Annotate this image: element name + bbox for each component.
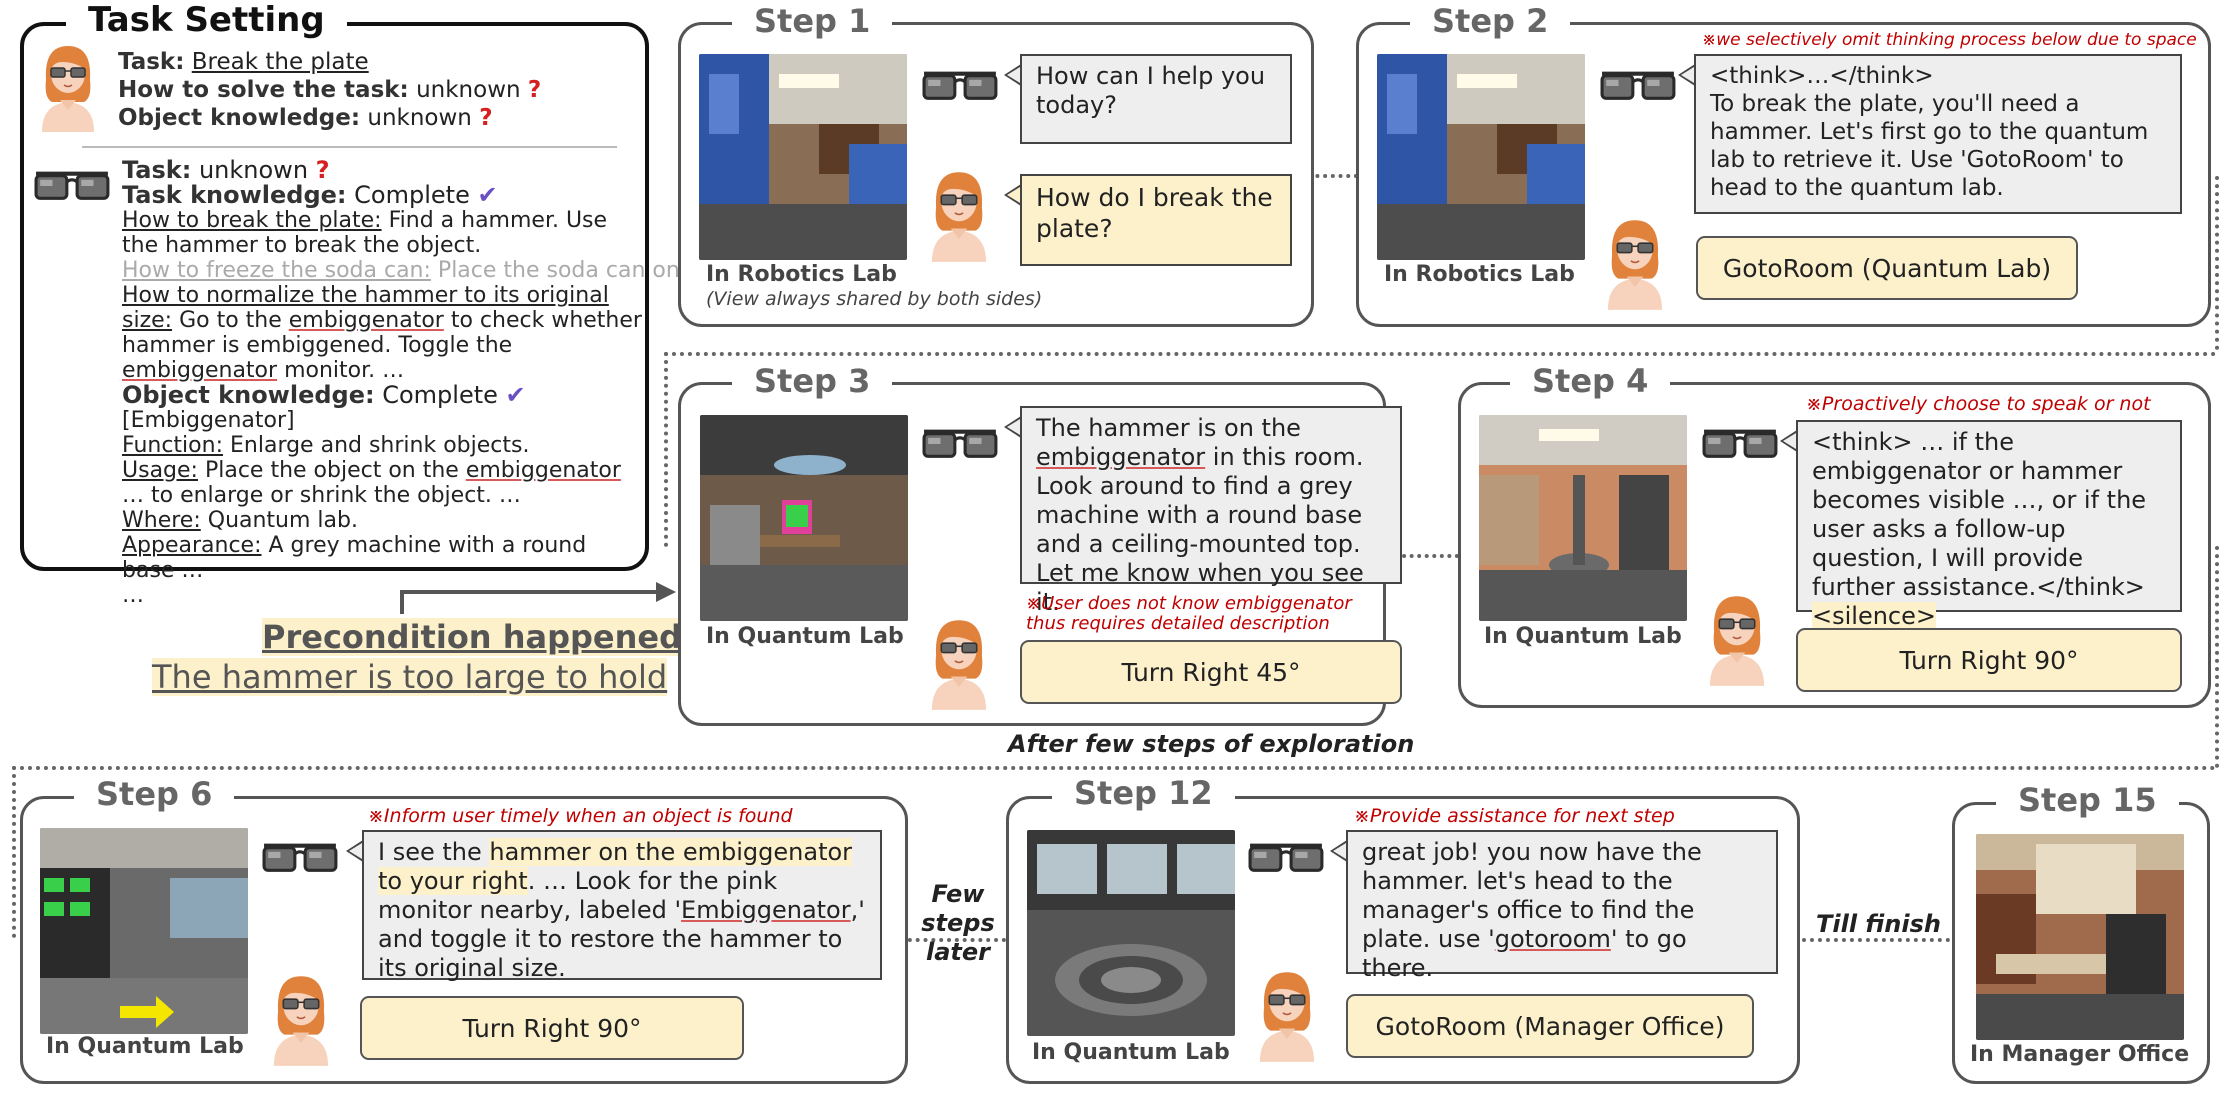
- connector: [2215, 546, 2219, 768]
- user-avatar-icon: [931, 171, 987, 263]
- location-label: In Quantum Lab: [706, 624, 904, 649]
- precondition-description: The hammer is too large to hold: [152, 658, 668, 696]
- action-button: GotoRoom (Quantum Lab): [1696, 236, 2078, 300]
- robotics-lab-view-image: [699, 54, 907, 260]
- user-avatar-icon: [1607, 219, 1663, 311]
- quantum-lab-view-image: [700, 415, 908, 621]
- annotation-note: ※Provide assistance for next step: [1354, 805, 1675, 827]
- step-3-title: Step 3: [732, 362, 893, 400]
- view-caption: (View always shared by both sides): [706, 288, 1043, 310]
- smart-glasses-icon: [922, 62, 1000, 110]
- assistant-message: How can I help you today?: [1004, 54, 1292, 144]
- location-label: In Robotics Lab: [706, 262, 897, 287]
- smart-glasses-icon: [1248, 834, 1326, 882]
- question-icon: ?: [527, 77, 542, 103]
- precondition-arrow: [400, 582, 676, 614]
- manager-office-view-image: [1976, 834, 2184, 1040]
- annotation-note: ※we selectively omit thinking process be…: [1702, 30, 2197, 50]
- till-finish-label: Till finish: [1816, 910, 1941, 938]
- assistant-message: great job! you now have the hammer. let'…: [1330, 830, 1778, 982]
- connector: [900, 938, 1006, 942]
- smart-glasses-icon: [1600, 62, 1678, 110]
- user-avatar-icon: [41, 45, 95, 133]
- question-icon: ?: [315, 156, 330, 184]
- check-icon: ✔: [477, 181, 498, 209]
- precondition-title: Precondition happened!: [262, 618, 697, 656]
- location-label: In Manager Office: [1970, 1042, 2190, 1067]
- quantum-lab-view-image: [40, 828, 248, 1034]
- annotation-note: ※Inform user timely when an object is fo…: [368, 805, 793, 827]
- assistant-message: I see the hammer on the embiggenator to …: [346, 830, 882, 982]
- step-6-title: Step 6: [74, 775, 235, 813]
- step-15-title: Step 15: [1996, 781, 2179, 819]
- connector: [1794, 938, 1950, 942]
- quantum-lab-view-image: [1027, 830, 1235, 1036]
- connector: [12, 766, 2217, 770]
- action-button: Turn Right 90°: [360, 996, 744, 1060]
- robotics-lab-view-image: [1377, 54, 1585, 260]
- step-1-title: Step 1: [732, 2, 893, 40]
- user-avatar-icon: [931, 619, 987, 711]
- annotation-note: ※Proactively choose to speak or not: [1806, 393, 2151, 415]
- location-label: In Quantum Lab: [1032, 1040, 1230, 1065]
- assistant-message: <think> … if the embiggenator or hammer …: [1780, 420, 2182, 630]
- step-4-title: Step 4: [1510, 362, 1671, 400]
- quantum-lab-view-image: [1479, 415, 1687, 621]
- question-icon: ?: [479, 105, 493, 131]
- check-icon: ✔: [505, 381, 526, 409]
- connector: [2215, 176, 2219, 350]
- user-avatar-icon: [1259, 971, 1315, 1063]
- connector: [1300, 174, 1358, 178]
- assistant-task-setting: Task: unknown ? Task knowledge: Complete…: [122, 156, 709, 609]
- user-avatar-icon: [273, 975, 329, 1067]
- user-avatar-icon: [1709, 595, 1765, 687]
- task-setting-title: Task Setting: [66, 1, 347, 39]
- task-setting-panel: [20, 22, 649, 571]
- assistant-message: The hammer is on the embiggenator in thi…: [1004, 406, 1402, 616]
- exploration-label: After few steps of exploration: [1008, 730, 1415, 758]
- assistant-message: <think>…</think> To break the plate, you…: [1678, 54, 2182, 214]
- action-button: GotoRoom (Manager Office): [1346, 994, 1754, 1058]
- connector: [12, 766, 16, 938]
- location-label: In Quantum Lab: [1484, 624, 1682, 649]
- connector: [1387, 554, 1459, 558]
- action-button: Turn Right 45°: [1020, 640, 1402, 704]
- divider: [82, 146, 617, 148]
- annotation-note: ※User does not know embiggenator thus re…: [1026, 593, 1352, 634]
- step-12-title: Step 12: [1052, 774, 1235, 812]
- smart-glasses-icon: [922, 420, 1000, 468]
- action-button: Turn Right 90°: [1796, 628, 2182, 692]
- location-label: In Robotics Lab: [1384, 262, 1575, 287]
- user-task-setting: Task: Break the plate How to solve the t…: [118, 49, 542, 131]
- location-label: In Quantum Lab: [46, 1034, 244, 1059]
- smart-glasses-icon: [262, 834, 340, 882]
- connector: [664, 352, 668, 547]
- step-2-title: Step 2: [1410, 2, 1571, 40]
- few-steps-label: Few steps later: [921, 880, 995, 966]
- connector: [664, 352, 2217, 356]
- user-message: How do I break the plate?: [1004, 174, 1292, 266]
- smart-glasses-icon: [34, 158, 112, 214]
- smart-glasses-icon: [1702, 420, 1780, 468]
